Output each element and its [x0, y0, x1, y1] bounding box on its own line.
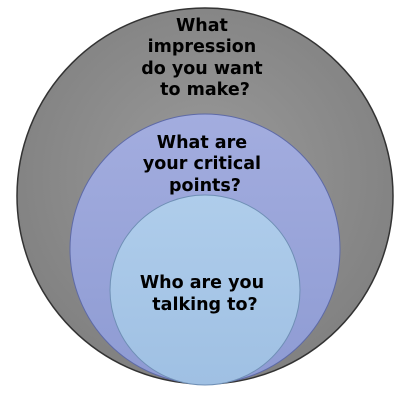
- inner-label-line-1: Who are you: [140, 273, 264, 293]
- middle-label-line-2: your critical: [143, 154, 261, 174]
- inner-label-line-2: talking to?: [152, 295, 257, 315]
- outer-label-line-3: do you want: [141, 59, 262, 79]
- outer-label-line-4: to make?: [160, 80, 250, 100]
- outer-circle-label: What impression do you want to make?: [141, 16, 269, 100]
- middle-label-line-3: points?: [169, 176, 241, 196]
- middle-circle-label: What are your critical points?: [143, 133, 267, 196]
- outer-label-line-1: What: [176, 16, 228, 36]
- inner-circle-label: Who are you talking to?: [140, 273, 270, 315]
- inner-circle: [109, 194, 301, 386]
- middle-label-line-1: What are: [157, 133, 247, 153]
- outer-label-line-2: impression: [148, 37, 257, 57]
